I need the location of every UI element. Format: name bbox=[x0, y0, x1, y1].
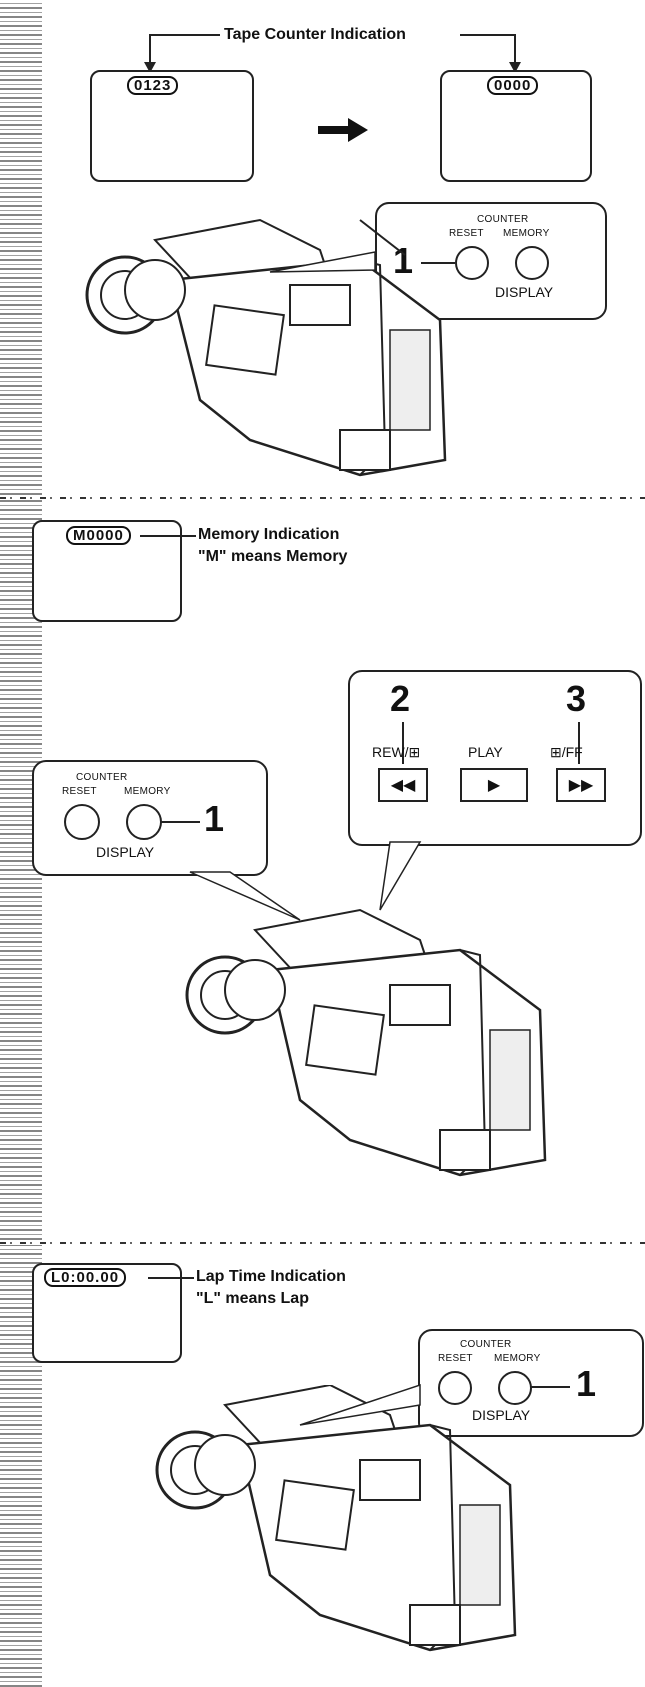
section-divider-1 bbox=[0, 497, 645, 499]
fast-forward-icon: ▶▶ bbox=[568, 777, 594, 794]
step-number: 1 bbox=[204, 798, 225, 839]
memory-button[interactable] bbox=[515, 246, 549, 280]
step-number: 1 bbox=[576, 1363, 597, 1404]
tape-counter-caption: Tape Counter Indication bbox=[224, 26, 406, 43]
step-leader bbox=[160, 821, 200, 823]
section-lap-time: L0:00.00 Lap Time Indication "L" means L… bbox=[0, 1245, 645, 1687]
memory-caption-1: Memory Indication bbox=[198, 526, 340, 543]
display-label: DISPLAY bbox=[96, 844, 155, 860]
lap-caption-2: "L" means Lap bbox=[196, 1290, 309, 1307]
play-label: PLAY bbox=[468, 744, 503, 760]
step-number-fastforward: 3 bbox=[566, 678, 587, 719]
camcorder-illustration bbox=[155, 1385, 517, 1652]
ff-label: ⊞/FF bbox=[550, 744, 583, 760]
step-number-rewind: 2 bbox=[390, 678, 411, 719]
display-buttons-callout: COUNTER RESET MEMORY DISPLAY 1 bbox=[32, 760, 268, 876]
reset-label: RESET bbox=[449, 228, 484, 239]
rewind-icon: ◀◀ bbox=[390, 777, 416, 794]
memory-label: MEMORY bbox=[503, 228, 550, 239]
counter-label: COUNTER bbox=[460, 1339, 512, 1350]
section-divider-2 bbox=[0, 1242, 645, 1244]
lcd-counter-before: 0123 bbox=[127, 76, 179, 95]
rew-label: REW/⊞ bbox=[372, 744, 421, 760]
camcorder-illustration bbox=[185, 908, 547, 1177]
step-leader bbox=[530, 1386, 570, 1388]
right-arrow-icon bbox=[318, 118, 368, 142]
play-icon: ▶ bbox=[487, 777, 501, 794]
counter-label: COUNTER bbox=[76, 772, 128, 783]
counter-reset-button[interactable] bbox=[455, 246, 489, 280]
memory-label: MEMORY bbox=[124, 786, 171, 797]
counter-label: COUNTER bbox=[477, 214, 529, 225]
camcorder-illustration bbox=[85, 218, 447, 477]
rewind-leader bbox=[402, 722, 404, 764]
transport-buttons-callout: 2 3 REW/⊞ PLAY ⊞/FF ◀◀ ▶ ▶▶ bbox=[348, 670, 642, 846]
lcd-memory: M0000 bbox=[66, 526, 131, 545]
memory-button[interactable] bbox=[498, 1371, 532, 1405]
display-label: DISPLAY bbox=[472, 1407, 531, 1423]
callout-pointer bbox=[299, 1383, 421, 1426]
lap-leader bbox=[148, 1277, 194, 1279]
reset-label: RESET bbox=[438, 1353, 473, 1364]
lcd-counter-after: 0000 bbox=[487, 76, 539, 95]
memory-caption-2: "M" means Memory bbox=[198, 548, 348, 565]
rewind-button[interactable]: ◀◀ bbox=[378, 768, 428, 802]
counter-reset-button[interactable] bbox=[438, 1371, 472, 1405]
lcd-lap-time: L0:00.00 bbox=[44, 1268, 127, 1287]
fastforward-leader bbox=[578, 722, 580, 764]
section-tape-counter: Tape Counter Indication 0123 0000 COUNTE… bbox=[0, 0, 645, 495]
callout-pointer bbox=[269, 251, 376, 273]
memory-label: MEMORY bbox=[494, 1353, 541, 1364]
play-button[interactable]: ▶ bbox=[460, 768, 528, 802]
lap-caption-1: Lap Time Indication bbox=[196, 1268, 346, 1285]
memory-leader bbox=[140, 535, 196, 537]
counter-reset-button[interactable] bbox=[64, 804, 100, 840]
section-memory: M0000 Memory Indication "M" means Memory… bbox=[0, 500, 645, 1240]
caption-leader-lines bbox=[144, 34, 521, 73]
fast-forward-button[interactable]: ▶▶ bbox=[556, 768, 606, 802]
display-label: DISPLAY bbox=[495, 284, 554, 300]
display-buttons-callout: COUNTER RESET MEMORY DISPLAY 1 bbox=[418, 1329, 644, 1437]
step-leader bbox=[421, 262, 455, 264]
reset-label: RESET bbox=[62, 786, 97, 797]
callout-pointers bbox=[189, 841, 422, 921]
scan-noise bbox=[0, 0, 42, 495]
